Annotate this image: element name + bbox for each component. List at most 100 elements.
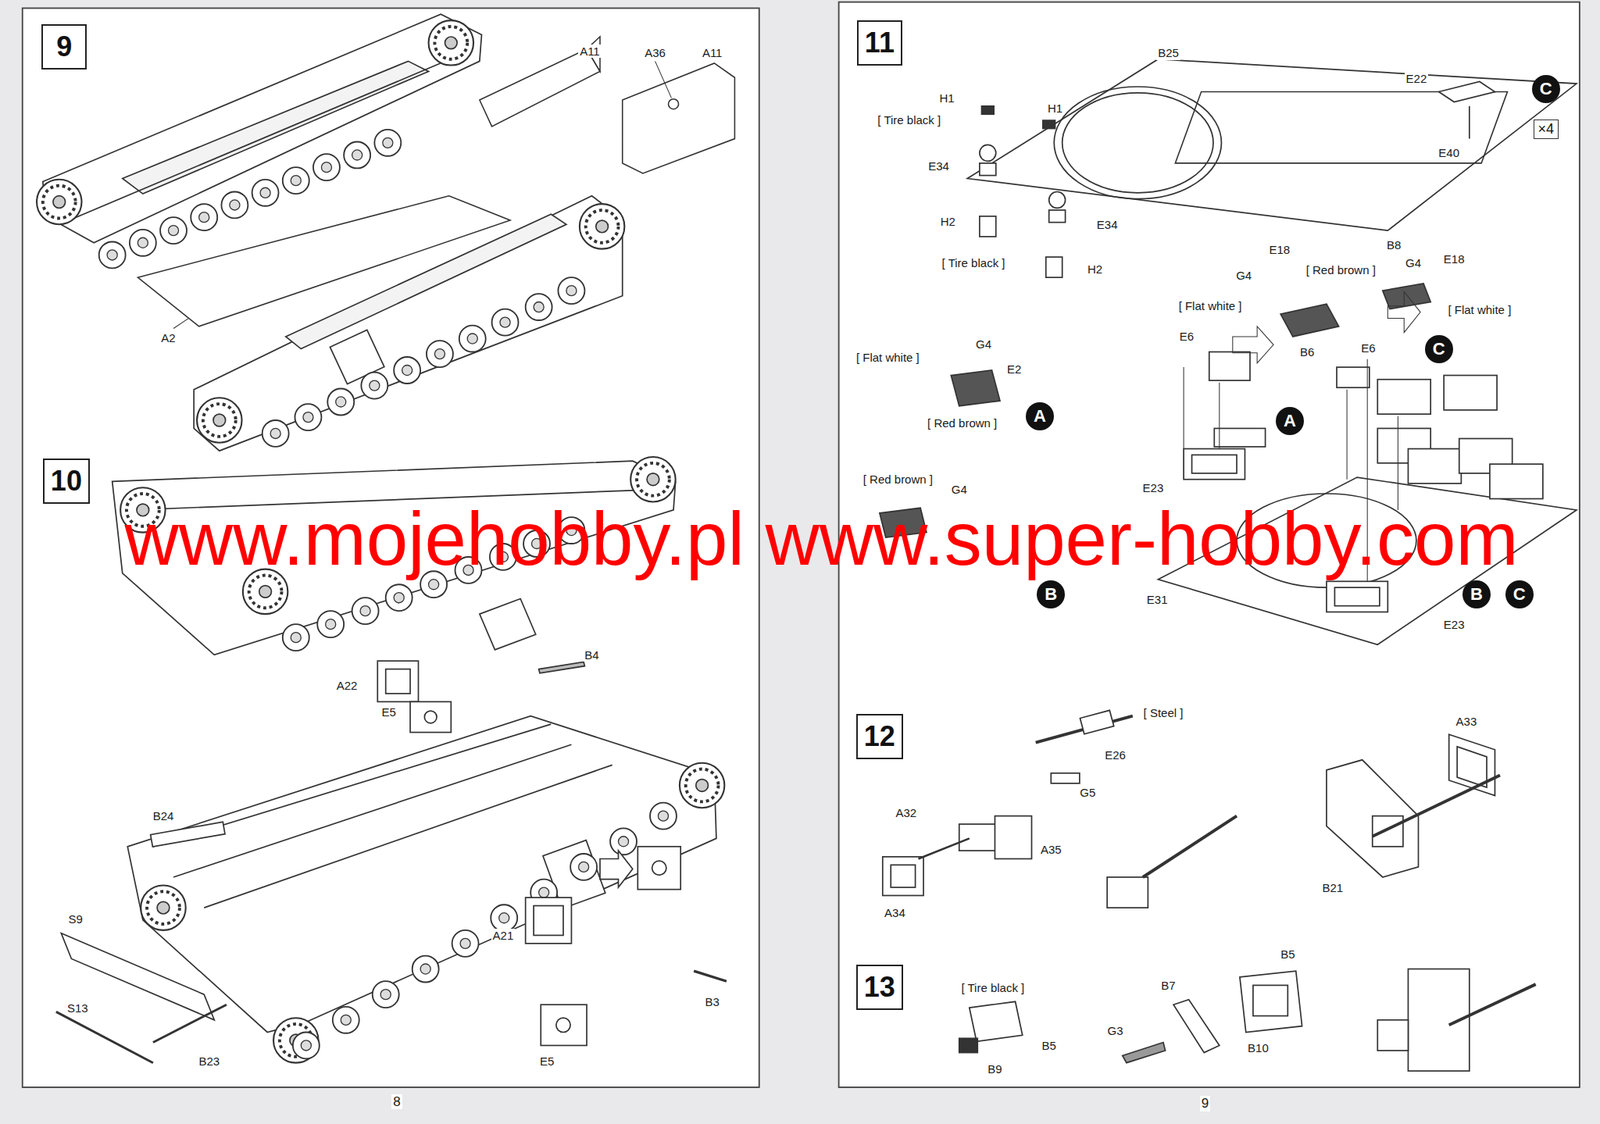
hull-floor [1218, 382, 1220, 450]
guns [1372, 816, 1404, 847]
part-number: G4 [1234, 268, 1254, 283]
hull [385, 669, 411, 694]
track-unit [252, 179, 279, 207]
part-number: G3 [1106, 1024, 1125, 1038]
part-number: B23 [196, 1054, 222, 1068]
mantlet-parts [1239, 971, 1303, 1033]
hull [679, 763, 725, 808]
node-text: 13 [864, 971, 896, 1004]
part-number: A32 [893, 806, 918, 820]
step-number-box: 12 [856, 714, 904, 760]
part-number: A2 [159, 331, 177, 345]
part-number: H1 [1046, 101, 1065, 115]
guns [890, 864, 915, 888]
hull [140, 885, 186, 930]
watermark: www.mojehobby.pl www.super-hobby.com [124, 501, 1518, 577]
hull-floor [1346, 389, 1348, 480]
part-number: E23 [1141, 481, 1166, 495]
track-unit [262, 420, 290, 447]
guns [1449, 734, 1496, 796]
part-number: B25 [1156, 46, 1181, 60]
hull [610, 828, 637, 855]
hull-top [1439, 81, 1496, 102]
hull [150, 821, 225, 847]
hull-floor [1387, 291, 1421, 333]
hull-top [1046, 257, 1063, 278]
hull [600, 850, 633, 888]
hull-floor [1397, 416, 1399, 511]
hull [173, 744, 572, 878]
guns [1142, 816, 1237, 878]
hull-floor [1443, 375, 1497, 411]
plates [479, 49, 600, 127]
paint-note: [ Flat white ] [854, 350, 922, 365]
hull [410, 701, 451, 733]
track-unit [196, 397, 242, 443]
part-number: E2 [1005, 362, 1023, 376]
node-text: C [1513, 584, 1526, 605]
plates [622, 63, 736, 174]
part-number: B21 [1320, 881, 1345, 895]
hull [424, 710, 437, 724]
track-unit [374, 129, 401, 157]
guns [1107, 877, 1148, 908]
part-number: B3 [703, 995, 721, 1009]
option-circle: C [1532, 75, 1561, 104]
track-unit [492, 309, 519, 336]
hull-floor [1334, 587, 1379, 607]
hull [630, 457, 675, 502]
hull-top [879, 59, 1577, 538]
part-number: S9 [66, 912, 84, 926]
part-number: G4 [1403, 256, 1423, 270]
mantlet-parts [1253, 985, 1288, 1016]
track-unit [393, 357, 421, 384]
hull [650, 803, 677, 830]
hull [479, 599, 536, 650]
hull [153, 1004, 227, 1043]
hull [372, 981, 400, 1008]
hull [282, 624, 310, 651]
step-number-box: 11 [857, 20, 903, 66]
hull-floor [1183, 449, 1245, 480]
hull [452, 930, 479, 958]
step-number-box: 9 [41, 24, 87, 70]
paint-note: [ Flat white ] [1177, 299, 1244, 313]
hull [352, 597, 379, 625]
hull [570, 853, 597, 881]
paint-note: [ Red brown ] [925, 416, 999, 430]
option-circle: A [1025, 402, 1054, 431]
track-unit [160, 217, 187, 244]
mantlet-parts [969, 1001, 1023, 1042]
hull [127, 716, 717, 1033]
track-unit [193, 196, 623, 451]
hull-top [1280, 303, 1339, 337]
hull [203, 764, 612, 908]
guns [1372, 775, 1500, 836]
part-number: E26 [1103, 748, 1128, 762]
guns [1326, 760, 1419, 878]
hull-floor [1183, 367, 1185, 449]
node-text: A [1283, 410, 1297, 432]
hull [112, 457, 676, 733]
part-number: B5 [1040, 1039, 1058, 1053]
page-frames [22, 2, 1580, 1088]
hull-floor [1489, 464, 1543, 499]
track-unit [122, 60, 429, 194]
part-number: H2 [1085, 262, 1104, 276]
part-number: B24 [151, 809, 176, 823]
plates [668, 99, 679, 110]
part-number: A34 [882, 906, 908, 920]
node-text: 10 [50, 464, 83, 498]
track-unit [193, 196, 625, 451]
hull-top [1175, 92, 1508, 164]
paint-note: [ Red brown ] [861, 472, 935, 486]
hull-top [1049, 210, 1066, 223]
hull [652, 860, 667, 875]
part-number: E31 [1145, 592, 1170, 607]
hull [539, 661, 586, 673]
mantlet-parts [959, 969, 1536, 1072]
track-unit [343, 142, 371, 169]
hull [637, 846, 681, 890]
hull [525, 897, 572, 944]
node-text: A [1033, 406, 1047, 427]
